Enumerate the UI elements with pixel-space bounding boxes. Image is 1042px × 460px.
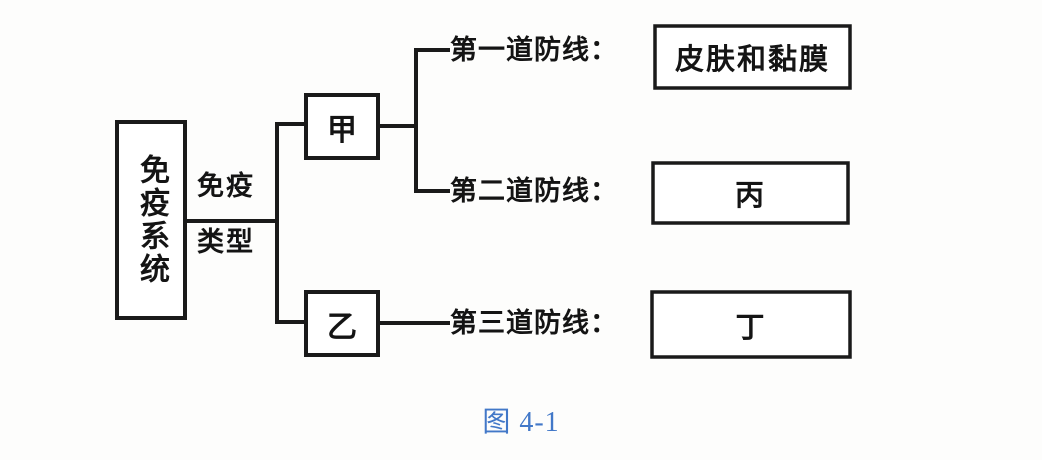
result-box-3 [650,290,852,359]
node-label-yi: 乙 [327,310,357,344]
result-1-text: 皮肤和黏膜 [674,44,830,76]
trunk-label-bottom: 类型 [197,227,255,257]
root-box [115,120,187,320]
node-box-jia [304,93,380,160]
trunk-label-top: 免疫 [197,171,255,201]
result-3-text: 丁 [735,311,767,344]
result-box-2 [651,161,850,225]
root-label: 免疫系统 [135,154,168,286]
line-2-label: 第二道防线： [450,176,618,206]
node-label-jia: 甲 [327,113,357,147]
figure-caption: 图 4-1 [482,407,560,438]
line-3-label: 第三道防线： [450,308,618,338]
node-box-yi [304,290,380,357]
line-1-label: 第一道防线： [450,35,618,65]
result-box-1 [653,24,852,90]
result-2-text: 丙 [734,180,766,212]
